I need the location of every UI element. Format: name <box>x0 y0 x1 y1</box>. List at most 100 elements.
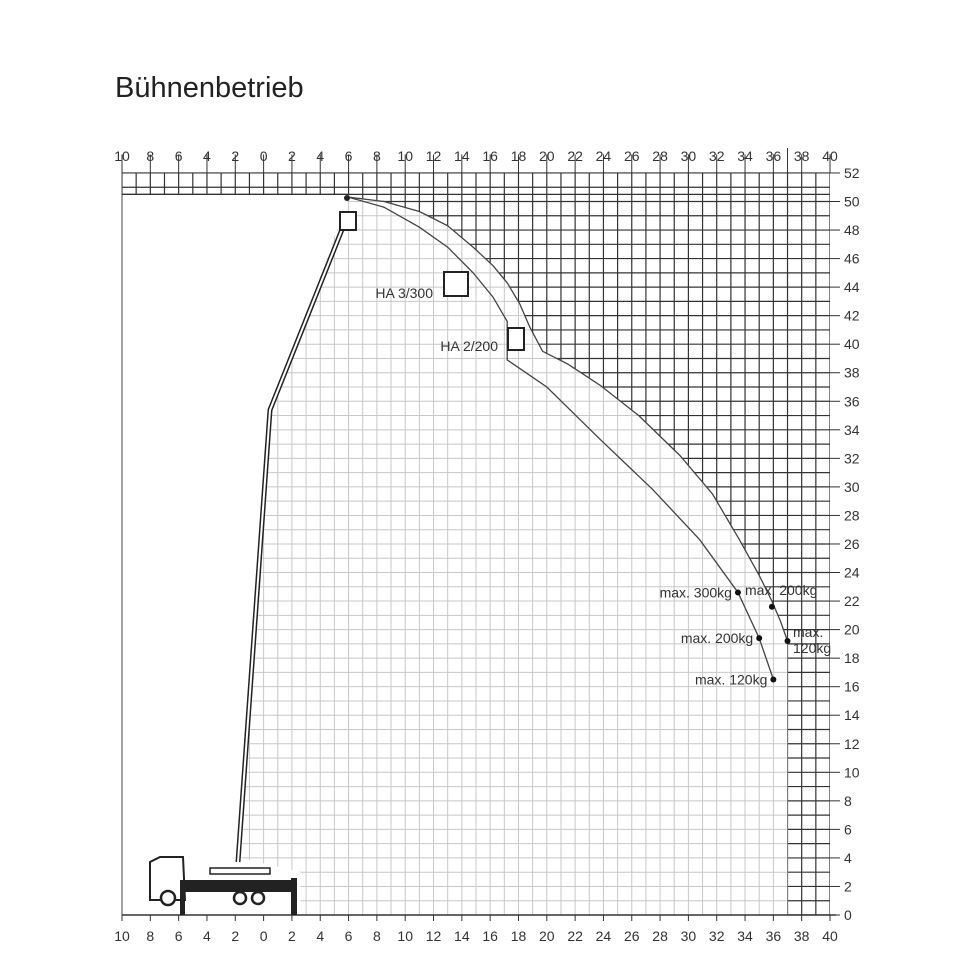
y-tick-label: 18 <box>844 650 860 666</box>
x-tick-label-top: 20 <box>539 148 555 164</box>
x-tick-label-top: 8 <box>146 148 154 164</box>
max120-outer-line1: max. <box>793 624 823 640</box>
y-tick-label: 0 <box>844 907 852 923</box>
x-tick-label-top: 6 <box>175 148 183 164</box>
load-point <box>768 603 775 610</box>
y-tick-label: 4 <box>844 850 852 866</box>
x-tick-label-top: 18 <box>511 148 527 164</box>
x-tick-label-top: 40 <box>822 148 838 164</box>
y-tick-label: 6 <box>844 821 852 837</box>
x-tick-label-bottom: 16 <box>482 928 498 944</box>
load-point-label: max. 300kg <box>660 584 732 600</box>
x-tick-label-top: 2 <box>231 148 239 164</box>
x-tick-label-top: 2 <box>288 148 296 164</box>
outer-envelope <box>348 196 789 642</box>
inner-envelope <box>348 196 775 680</box>
x-tick-label-bottom: 10 <box>397 928 413 944</box>
x-tick-label-bottom: 4 <box>316 928 324 944</box>
y-tick-label: 34 <box>844 422 860 438</box>
platform-ha2-icon <box>507 327 525 351</box>
y-tick-label: 10 <box>844 764 860 780</box>
load-point <box>770 676 777 683</box>
x-tick-label-bottom: 36 <box>766 928 782 944</box>
x-tick-label-bottom: 14 <box>454 928 470 944</box>
x-tick-label-top: 34 <box>737 148 753 164</box>
y-tick-label: 42 <box>844 308 860 324</box>
y-tick-label: 36 <box>844 393 860 409</box>
x-tick-label-top: 10 <box>114 148 130 164</box>
y-tick-label: 24 <box>844 565 860 581</box>
x-tick-label-bottom: 24 <box>596 928 612 944</box>
x-tick-label-top: 14 <box>454 148 470 164</box>
x-tick-label-top: 22 <box>567 148 583 164</box>
x-tick-label-bottom: 32 <box>709 928 725 944</box>
x-tick-label-top: 8 <box>373 148 381 164</box>
x-tick-label-bottom: 40 <box>822 928 838 944</box>
y-tick-label: 48 <box>844 222 860 238</box>
x-tick-label-top: 4 <box>203 148 211 164</box>
x-tick-label-bottom: 6 <box>175 928 183 944</box>
platform-ha3-icon <box>443 271 469 297</box>
y-tick-label: 22 <box>844 593 860 609</box>
x-tick-label-bottom: 0 <box>260 928 268 944</box>
platform-basket <box>339 211 357 231</box>
x-tick-label-top: 16 <box>482 148 498 164</box>
y-tick-label: 8 <box>844 793 852 809</box>
x-tick-label-bottom: 30 <box>681 928 697 944</box>
x-tick-label-bottom: 38 <box>794 928 810 944</box>
rear-wheel <box>232 890 248 906</box>
y-tick-label: 40 <box>844 336 860 352</box>
y-tick-label: 14 <box>844 707 860 723</box>
x-tick-label-top: 26 <box>624 148 640 164</box>
y-tick-label: 2 <box>844 878 852 894</box>
page-title: Bühnenbetrieb <box>115 72 304 104</box>
x-tick-label-top: 36 <box>766 148 782 164</box>
x-tick-label-top: 6 <box>345 148 353 164</box>
x-tick-label-top: 0 <box>260 148 268 164</box>
y-tick-label: 44 <box>844 279 860 295</box>
y-tick-label: 12 <box>844 736 860 752</box>
y-tick-label: 28 <box>844 507 860 523</box>
truck-bed <box>185 880 295 892</box>
ha3-label: HA 3/300 <box>375 285 433 301</box>
x-tick-label-bottom: 22 <box>567 928 583 944</box>
x-tick-label-bottom: 34 <box>737 928 753 944</box>
rear-outrigger <box>291 878 297 915</box>
x-tick-label-top: 24 <box>596 148 612 164</box>
truck-and-boom <box>149 195 525 915</box>
turntable <box>209 867 271 875</box>
x-tick-label-bottom: 8 <box>373 928 381 944</box>
x-tick-label-top: 10 <box>397 148 413 164</box>
x-tick-label-bottom: 10 <box>114 928 130 944</box>
y-tick-label: 26 <box>844 536 860 552</box>
boom-tip <box>344 195 350 201</box>
load-point-label: max. 200kg <box>745 582 817 598</box>
y-tick-label: 52 <box>844 165 860 181</box>
x-tick-label-bottom: 20 <box>539 928 555 944</box>
y-tick-label: 20 <box>844 622 860 638</box>
y-tick-label: 50 <box>844 194 860 210</box>
load-point <box>784 638 791 645</box>
x-tick-label-top: 4 <box>316 148 324 164</box>
x-tick-label-bottom: 28 <box>652 928 668 944</box>
envelope-curves <box>348 196 789 680</box>
x-tick-label-top: 30 <box>681 148 697 164</box>
boom-inner <box>237 221 346 863</box>
load-point <box>756 635 763 642</box>
ha2-label: HA 2/200 <box>440 338 498 354</box>
x-tick-label-top: 38 <box>794 148 810 164</box>
y-tick-label: 46 <box>844 251 860 267</box>
front-wheel <box>159 889 177 907</box>
x-tick-label-bottom: 2 <box>231 928 239 944</box>
x-tick-label-bottom: 8 <box>146 928 154 944</box>
x-tick-label-bottom: 6 <box>345 928 353 944</box>
y-tick-label: 38 <box>844 365 860 381</box>
light-grid <box>240 197 788 915</box>
x-tick-label-bottom: 26 <box>624 928 640 944</box>
x-tick-label-top: 28 <box>652 148 668 164</box>
load-point <box>734 589 741 596</box>
x-tick-label-top: 12 <box>426 148 442 164</box>
x-tick-label-top: 32 <box>709 148 725 164</box>
